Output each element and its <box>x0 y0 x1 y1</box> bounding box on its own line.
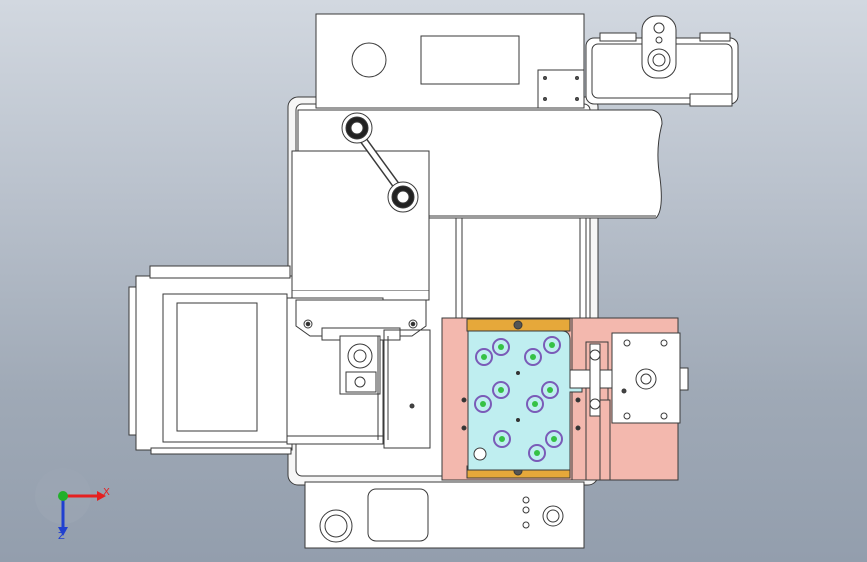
top-display-window <box>420 35 520 85</box>
center-column[interactable] <box>455 217 587 321</box>
clamp-arm[interactable] <box>569 332 689 424</box>
bottom-display-window <box>367 488 429 542</box>
axis-x-label: X <box>103 487 110 498</box>
actuator-window <box>176 302 258 432</box>
top-controller-box[interactable] <box>315 13 585 109</box>
screw <box>474 336 563 462</box>
motor-unit[interactable] <box>585 15 739 107</box>
screw-array <box>474 336 563 462</box>
bottom-control-box[interactable] <box>304 481 585 549</box>
bracket-plate[interactable] <box>291 150 430 301</box>
axis-z-label: Z <box>58 531 65 542</box>
top-indicator-circle <box>351 42 387 78</box>
coordinate-triad-icon <box>35 468 106 536</box>
link-rod[interactable] <box>341 112 419 213</box>
mount-bracket[interactable] <box>295 299 431 449</box>
